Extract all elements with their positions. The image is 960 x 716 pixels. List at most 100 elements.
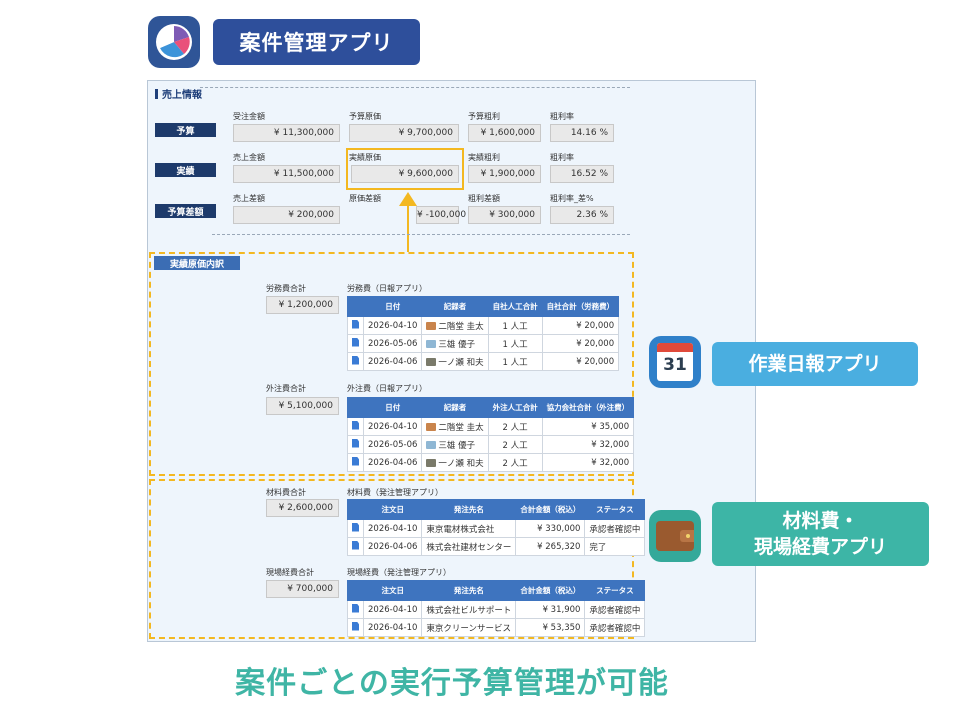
table-row[interactable]: 2026-04-10 二階堂 圭太 1 人工 ¥ 20,000 — [347, 316, 620, 335]
vendor-cell: 東京電材株式会社 — [421, 519, 517, 538]
divider — [200, 87, 630, 88]
table-title: 現場経費（発注管理アプリ） — [347, 568, 451, 577]
column-header — [347, 580, 364, 601]
qty-cell: 1 人工 — [487, 334, 543, 353]
budget-margin-field: 14.16 % — [550, 124, 614, 142]
date-cell: 2026-04-10 — [362, 600, 423, 619]
status-cell: 承認者確認中 — [584, 618, 646, 637]
amount-cell: ¥ 31,900 — [515, 600, 586, 619]
user-link[interactable]: 三雄 優子 — [421, 435, 489, 454]
field-label: 労務費合計 — [266, 284, 306, 293]
table-row[interactable]: 2026-04-06 一ノ瀬 和夫 2 人工 ¥ 32,000 — [347, 453, 635, 472]
daily-report-group — [149, 252, 634, 476]
avatar — [426, 440, 437, 449]
table-row[interactable]: 2026-04-06 一ノ瀬 和夫 1 人工 ¥ 20,000 — [347, 352, 620, 371]
budget-row-label: 予算 — [155, 123, 216, 137]
status-cell: 承認者確認中 — [584, 600, 646, 619]
table-row[interactable]: 2026-04-06 株式会社建材センター ¥ 265,320 完了 — [347, 537, 646, 556]
order-app-label: 材料費・ 現場経費アプリ — [712, 502, 929, 566]
table-title: 材料費（発注管理アプリ） — [347, 488, 443, 497]
amount-cell: ¥ 265,320 — [515, 537, 586, 556]
document-icon[interactable] — [347, 600, 364, 619]
user-link[interactable]: 一ノ瀬 和夫 — [421, 453, 489, 472]
materials-table: 注文日 発注先名 合計金額（税込） ステータス 2026-04-10 東京電材株… — [347, 499, 646, 556]
user-link[interactable]: 二階堂 圭太 — [421, 417, 489, 436]
user-link[interactable]: 二階堂 圭太 — [421, 316, 489, 335]
vendor-cell: 株式会社建材センター — [421, 537, 517, 556]
status-cell: 承認者確認中 — [584, 519, 646, 538]
wallet-icon — [656, 521, 694, 551]
vendor-cell: 株式会社ビルサポート — [421, 600, 517, 619]
actual-profit-field: ¥ 1,900,000 — [468, 165, 541, 183]
amount-cell: ¥ 53,350 — [515, 618, 586, 637]
document-icon[interactable] — [347, 334, 364, 353]
user-link[interactable]: 一ノ瀬 和夫 — [421, 352, 489, 371]
document-icon[interactable] — [347, 417, 364, 436]
table-row[interactable]: 2026-04-10 東京電材株式会社 ¥ 330,000 承認者確認中 — [347, 519, 646, 538]
date-cell: 2026-04-06 — [362, 453, 423, 472]
labor-total-field: ¥ 1,200,000 — [266, 296, 339, 314]
field-label: 粗利差額 — [468, 194, 500, 203]
document-icon[interactable] — [347, 352, 364, 371]
divider — [212, 234, 630, 235]
order-app-icon — [649, 510, 701, 562]
field-label: 実績原価 — [349, 153, 381, 162]
qty-cell: 2 人工 — [487, 453, 543, 472]
vendor-cell: 東京クリーンサービス — [421, 618, 517, 637]
breakdown-tab[interactable]: 実績原価内訳 — [154, 256, 240, 270]
column-header: 発注先名 — [421, 499, 517, 520]
qty-cell: 1 人工 — [487, 352, 543, 371]
date-cell: 2026-05-06 — [362, 334, 423, 353]
sales-diff-field: ¥ 200,000 — [233, 206, 340, 224]
actual-cost-highlight — [346, 148, 464, 190]
order-mgmt-group — [149, 479, 634, 639]
document-icon[interactable] — [347, 519, 364, 538]
avatar — [426, 458, 437, 467]
date-cell: 2026-04-06 — [362, 352, 423, 371]
table-row[interactable]: 2026-05-06 三雄 優子 2 人工 ¥ 32,000 — [347, 435, 635, 454]
document-icon[interactable] — [347, 618, 364, 637]
order-amount-field: ¥ 11,300,000 — [233, 124, 340, 142]
table-title: 労務費（日報アプリ） — [347, 284, 427, 293]
profit-diff-field: ¥ 300,000 — [468, 206, 541, 224]
column-header — [347, 296, 364, 317]
amount-cell: ¥ 20,000 — [541, 316, 620, 335]
column-header: 注文日 — [362, 580, 423, 601]
table-row[interactable]: 2026-04-10 東京クリーンサービス ¥ 53,350 承認者確認中 — [347, 618, 646, 637]
diff-row-label: 予算差額 — [155, 204, 216, 218]
column-header: 外注人工合計 — [487, 397, 543, 418]
order-app-label-line2: 現場経費アプリ — [753, 536, 887, 558]
document-icon[interactable] — [347, 453, 364, 472]
site-table: 注文日 発注先名 合計金額（税込） ステータス 2026-04-10 株式会社ビ… — [347, 580, 646, 637]
avatar — [426, 321, 437, 330]
column-header: 日付 — [362, 296, 423, 317]
table-row[interactable]: 2026-04-10 二階堂 圭太 2 人工 ¥ 35,000 — [347, 417, 635, 436]
avatar — [426, 357, 437, 366]
actual-row-label: 実績 — [155, 163, 216, 177]
sales-section-title: 売上情報 — [155, 86, 202, 101]
date-cell: 2026-04-10 — [362, 417, 423, 436]
column-header: 協力会社合計（外注費） — [541, 397, 635, 418]
table-row[interactable]: 2026-04-10 株式会社ビルサポート ¥ 31,900 承認者確認中 — [347, 600, 646, 619]
document-icon[interactable] — [347, 435, 364, 454]
budget-cost-field: ¥ 9,700,000 — [349, 124, 459, 142]
sales-amount-field: ¥ 11,500,000 — [233, 165, 340, 183]
app-logo — [148, 16, 200, 68]
field-label: 受注金額 — [233, 112, 265, 121]
amount-cell: ¥ 32,000 — [541, 435, 635, 454]
column-header — [347, 499, 364, 520]
margin-diff-field: 2.36 % — [550, 206, 614, 224]
qty-cell: 2 人工 — [487, 417, 543, 436]
field-label: 粗利率 — [550, 153, 574, 162]
user-link[interactable]: 三雄 優子 — [421, 334, 489, 353]
document-icon[interactable] — [347, 316, 364, 335]
arrow-connector — [407, 206, 409, 252]
actual-margin-field: 16.52 % — [550, 165, 614, 183]
document-icon[interactable] — [347, 537, 364, 556]
table-row[interactable]: 2026-05-06 三雄 優子 1 人工 ¥ 20,000 — [347, 334, 620, 353]
budget-profit-field: ¥ 1,600,000 — [468, 124, 541, 142]
amount-cell: ¥ 20,000 — [541, 334, 620, 353]
column-header: 自社人工合計 — [487, 296, 543, 317]
amount-cell: ¥ 35,000 — [541, 417, 635, 436]
field-label: 外注費合計 — [266, 384, 306, 393]
